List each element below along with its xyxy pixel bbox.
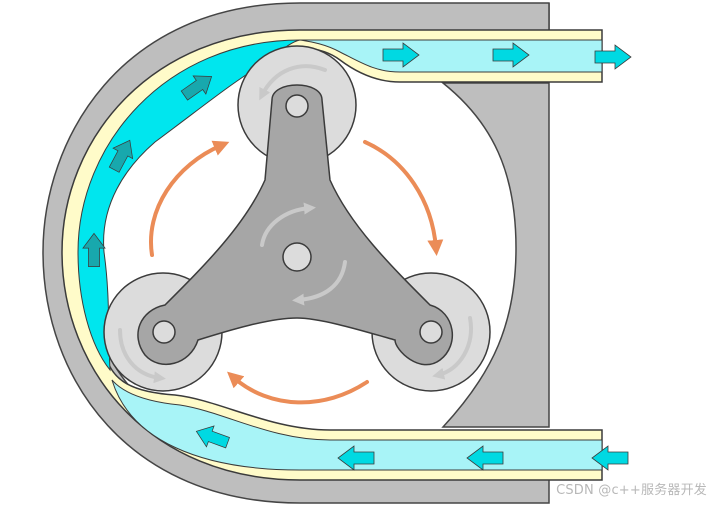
spin-arrow-icon: [259, 64, 327, 101]
spin-arrow-icon: [260, 202, 316, 247]
fluid-inlet: [111, 379, 603, 471]
pump-housing: [440, 3, 550, 428]
axle-hole-top: [285, 94, 309, 118]
axle-hole-right: [419, 320, 443, 344]
fluid-outlet: [299, 39, 603, 73]
spin-arrows: [118, 64, 473, 384]
rotation-arrow-icon: [227, 371, 369, 405]
fluid-compressed: [77, 39, 301, 372]
spin-arrow-icon: [432, 316, 473, 380]
rotation-arrow-icon: [363, 140, 444, 256]
rotation-arrow-icon: [149, 140, 230, 257]
hub-hole: [282, 242, 312, 272]
watermark-text: CSDN @c++服务器开发: [556, 483, 707, 498]
axle-hole-left: [152, 320, 176, 344]
spin-arrow-icon: [292, 260, 347, 306]
spin-arrow-icon: [118, 328, 166, 384]
rotor-holes: [152, 94, 443, 344]
rotor: [137, 84, 454, 366]
rotation-arrows: [149, 140, 444, 405]
